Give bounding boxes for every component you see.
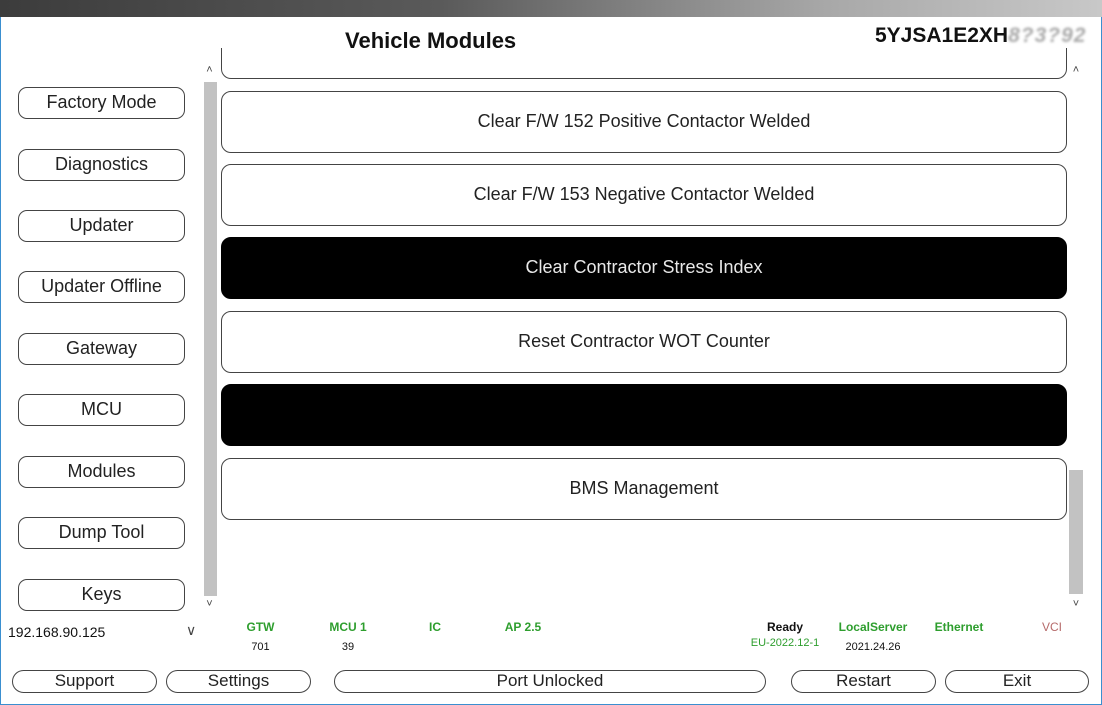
ready-status-label: Ready xyxy=(766,620,804,634)
settings-button[interactable]: Settings xyxy=(166,670,311,693)
vci-status-label: VCI xyxy=(1041,620,1062,634)
scroll-down-icon[interactable]: ˅ xyxy=(1072,598,1080,610)
module-list-scroll-thumb[interactable] xyxy=(1069,470,1083,594)
clear-contractor-stress-index-button[interactable]: Clear Contractor Stress Index xyxy=(221,237,1067,299)
ethernet-status-label: Ethernet xyxy=(934,620,984,634)
keys-button[interactable]: Keys xyxy=(18,579,185,611)
dump-tool-button[interactable]: Dump Tool xyxy=(18,517,185,549)
sidebar-scroll-thumb[interactable] xyxy=(204,82,217,596)
clear-152-positive-contactor-button[interactable]: Clear F/W 152 Positive Contactor Welded xyxy=(221,91,1067,153)
ip-address-value: 192.168.90.125 xyxy=(8,624,106,640)
sidebar-scrollbar[interactable]: ˄ ˅ xyxy=(202,64,217,614)
bms-management-button[interactable]: BMS Management xyxy=(221,458,1067,520)
mcu-status-value: 39 xyxy=(341,641,355,653)
scroll-down-icon[interactable]: ˅ xyxy=(206,598,213,610)
modules-button[interactable]: Modules xyxy=(18,456,185,488)
vin-visible: 5YJSA1E2XH xyxy=(875,24,1009,47)
gtw-status-value: 701 xyxy=(251,641,270,653)
ap-status-label: AP 2.5 xyxy=(504,620,542,634)
restart-button[interactable]: Restart xyxy=(791,670,936,693)
factory-mode-button[interactable]: Factory Mode xyxy=(18,87,185,119)
window-titlebar xyxy=(0,0,1102,17)
updater-button[interactable]: Updater xyxy=(18,210,185,242)
partial-module-button[interactable] xyxy=(221,48,1067,79)
chevron-down-icon[interactable]: ∨ xyxy=(186,622,197,638)
blank-module-button[interactable] xyxy=(221,384,1067,446)
gateway-button[interactable]: Gateway xyxy=(18,333,185,365)
ic-status-label: IC xyxy=(429,620,441,634)
localserver-status-label: LocalServer xyxy=(838,620,908,634)
support-button[interactable]: Support xyxy=(12,670,157,693)
gtw-status-label: GTW xyxy=(246,620,275,634)
updater-offline-button[interactable]: Updater Offline xyxy=(18,271,185,303)
ip-address-select[interactable]: 192.168.90.125 ∨ xyxy=(6,620,206,646)
vin-display: 5YJSA1E2XH8?3?92 xyxy=(875,24,1086,48)
scroll-up-icon[interactable]: ˄ xyxy=(206,64,213,76)
localserver-status-value: 2021.24.26 xyxy=(845,641,901,653)
clear-153-negative-contactor-button[interactable]: Clear F/W 153 Negative Contactor Welded xyxy=(221,164,1067,226)
module-list-scrollbar[interactable]: ˄ ˅ xyxy=(1068,64,1084,614)
ready-status-value: EU-2022.12-1 xyxy=(750,637,820,649)
exit-button[interactable]: Exit xyxy=(945,670,1089,693)
vin-obscured: 8?3?92 xyxy=(1008,24,1087,47)
diagnostics-button[interactable]: Diagnostics xyxy=(18,149,185,181)
port-unlocked-button[interactable]: Port Unlocked xyxy=(334,670,766,693)
mcu-button[interactable]: MCU xyxy=(18,394,185,426)
scroll-up-icon[interactable]: ˄ xyxy=(1072,64,1080,76)
reset-contractor-wot-counter-button[interactable]: Reset Contractor WOT Counter xyxy=(221,311,1067,373)
mcu-status-label: MCU 1 xyxy=(329,620,367,634)
